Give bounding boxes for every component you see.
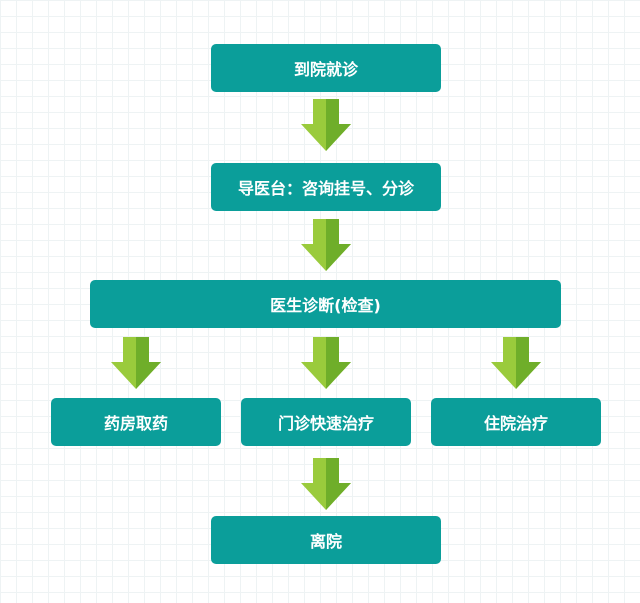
step-inpatient: 住院治疗	[431, 398, 601, 446]
step-discharge: 离院	[211, 516, 441, 564]
step-inpatient-label: 住院治疗	[483, 414, 548, 433]
step-discharge-label: 离院	[309, 532, 342, 551]
arrow-down-icon	[111, 337, 161, 389]
step-arrive-label: 到院就诊	[293, 60, 358, 79]
arrow-down-icon	[491, 337, 541, 389]
arrow-down-icon	[301, 219, 351, 271]
arrow-down-icon	[301, 458, 351, 510]
step-pharmacy: 药房取药	[51, 398, 221, 446]
step-diagnosis-label: 医生诊断(检查)	[270, 296, 381, 315]
step-guide-desk: 导医台：咨询挂号、分诊	[211, 163, 441, 211]
step-outpatient-label: 门诊快速治疗	[277, 414, 374, 433]
step-arrive: 到院就诊	[211, 44, 441, 92]
step-outpatient: 门诊快速治疗	[241, 398, 411, 446]
arrow-down-icon	[301, 337, 351, 389]
arrow-down-icon	[301, 99, 351, 151]
step-pharmacy-label: 药房取药	[103, 414, 168, 433]
step-diagnosis: 医生诊断(检查)	[90, 280, 561, 328]
step-guide-desk-label: 导医台：咨询挂号、分诊	[237, 179, 414, 198]
